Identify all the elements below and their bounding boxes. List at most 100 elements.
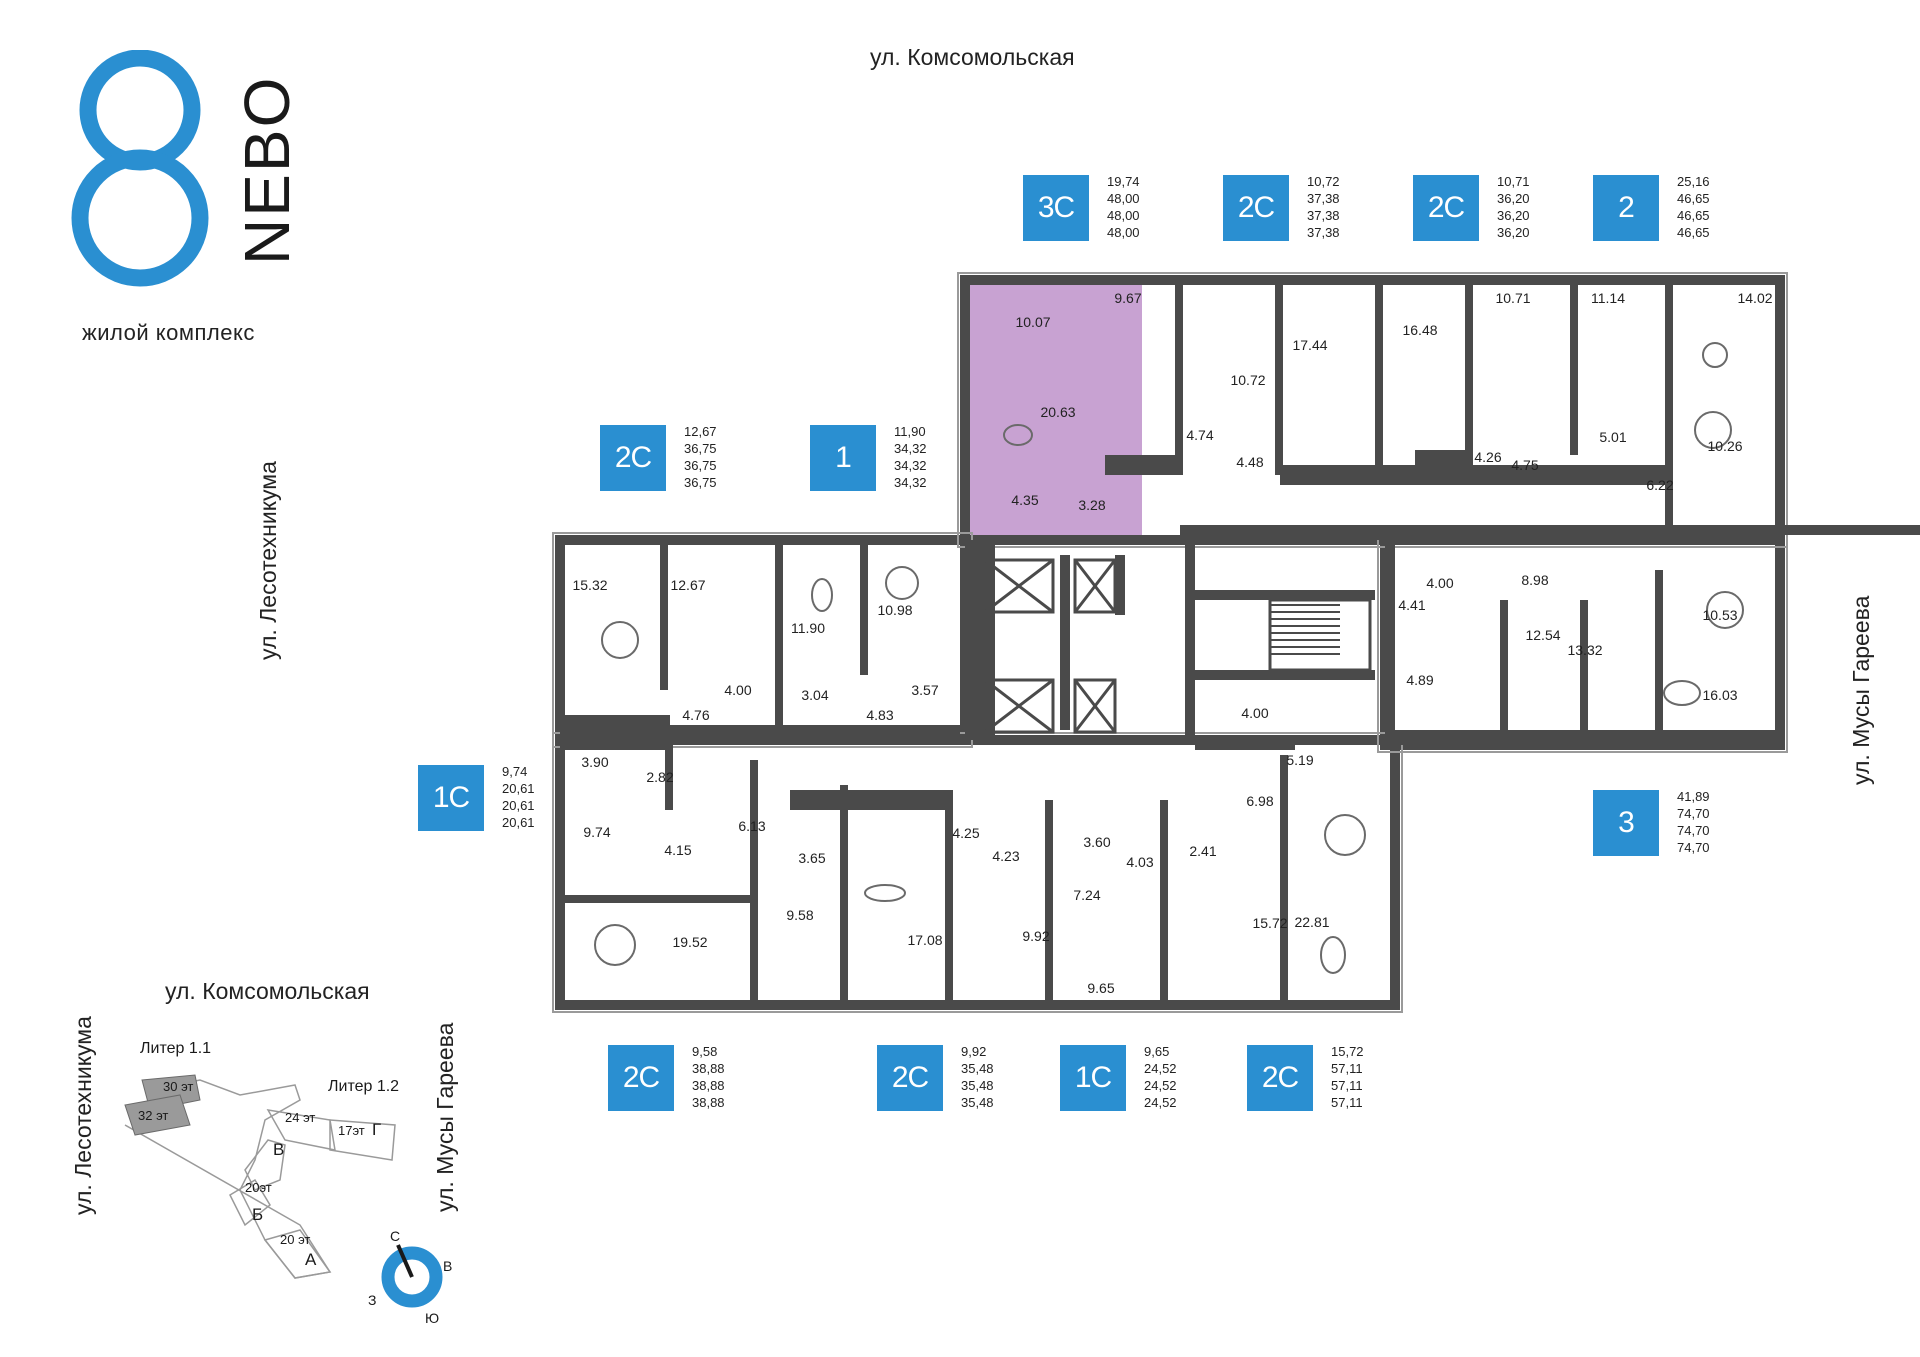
room-area-label: 9.92 xyxy=(1022,928,1050,944)
room-area-label: 4.23 xyxy=(992,848,1020,864)
area-value: 37,38 xyxy=(1307,191,1340,206)
room-area-label: 16.48 xyxy=(1402,322,1438,338)
floor-label-20b: 20 эт xyxy=(280,1232,311,1247)
apartment-type-badge[interactable]: 2С xyxy=(877,1045,943,1111)
compass-n: С xyxy=(390,1228,401,1244)
area-value: 25,16 xyxy=(1677,174,1710,189)
area-value: 11,90 xyxy=(894,424,926,439)
area-value: 48,00 xyxy=(1107,191,1140,206)
room-area-label: 4.83 xyxy=(866,707,894,723)
apartment-type-badge[interactable]: 2С xyxy=(600,425,666,491)
room-area-label: 7.24 xyxy=(1073,887,1101,903)
apartment-type-badge[interactable]: 3 xyxy=(1593,790,1659,856)
room-area-label: 3.57 xyxy=(911,682,939,698)
room-area-label: 6.22 xyxy=(1646,477,1674,493)
floor-label-20a: 20эт xyxy=(245,1180,272,1195)
apartment-type-badge[interactable]: 1С xyxy=(418,765,484,831)
room-area-label: 3.90 xyxy=(581,754,609,770)
site-street-top: ул. Комсомольская xyxy=(165,978,370,1004)
apartment-type-badge[interactable]: 1С xyxy=(1060,1045,1126,1111)
room-area-label: 13.32 xyxy=(1567,642,1603,658)
area-value: 12,67 xyxy=(684,424,717,439)
room-area-label: 14.02 xyxy=(1737,290,1773,306)
area-value: 20,61 xyxy=(502,815,535,830)
area-value: 37,38 xyxy=(1307,225,1340,240)
apartment-type-badge[interactable]: 2С xyxy=(1247,1045,1313,1111)
area-value: 48,00 xyxy=(1107,225,1140,240)
area-value: 9,65 xyxy=(1144,1044,1170,1059)
room-area-label: 10.98 xyxy=(877,602,913,618)
section-label-v: В xyxy=(273,1140,285,1159)
room-area-label: 2.41 xyxy=(1189,843,1217,859)
room-area-label: 3.60 xyxy=(1083,834,1111,850)
area-value: 36,20 xyxy=(1497,225,1530,240)
area-value: 24,52 xyxy=(1144,1078,1177,1093)
room-area-label: 15.72 xyxy=(1252,915,1288,931)
area-value: 19,74 xyxy=(1107,174,1140,189)
apartment-type-badge[interactable]: 1 xyxy=(810,425,876,491)
area-value: 34,32 xyxy=(894,441,927,456)
apartment-type-badge[interactable]: 2С xyxy=(1223,175,1289,241)
area-value: 10,72 xyxy=(1307,174,1340,189)
room-area-label: 4.00 xyxy=(1426,575,1454,591)
apartment-type-badge[interactable]: 3С xyxy=(1023,175,1089,241)
room-area-label: 12.67 xyxy=(670,577,706,593)
room-area-label: 9.65 xyxy=(1087,980,1115,996)
room-area-label: 4.48 xyxy=(1236,454,1264,470)
room-area-label: 4.26 xyxy=(1474,449,1502,465)
room-area-label: 9.58 xyxy=(786,907,814,923)
logo-subtitle: жилой комплекс xyxy=(82,320,255,345)
compass-e: В xyxy=(443,1258,453,1274)
area-value: 35,48 xyxy=(961,1095,994,1110)
area-value: 24,52 xyxy=(1144,1061,1177,1076)
area-value: 46,65 xyxy=(1677,225,1710,240)
room-area-label: 4.75 xyxy=(1511,457,1539,473)
area-value: 10,71 xyxy=(1497,174,1530,189)
room-area-label: 11.90 xyxy=(791,620,825,636)
apartment-type-badge[interactable]: 2 xyxy=(1593,175,1659,241)
area-value: 36,75 xyxy=(684,458,717,473)
apartment-areas: 10,72 37,38 37,38 37,38 xyxy=(1307,173,1340,241)
area-value: 38,88 xyxy=(692,1061,725,1076)
room-area-label: 8.98 xyxy=(1521,572,1549,588)
area-value: 38,88 xyxy=(692,1078,725,1093)
room-area-label: 12.54 xyxy=(1525,627,1561,643)
room-area-label: 16.03 xyxy=(1702,687,1738,703)
room-area-label: 9.74 xyxy=(583,824,611,840)
street-top: ул. Комсомольская xyxy=(870,44,1075,70)
apartment-type-badge[interactable]: 2С xyxy=(1413,175,1479,241)
area-value: 9,92 xyxy=(961,1044,987,1059)
room-area-label: 4.15 xyxy=(664,842,692,858)
room-area-label: 17.44 xyxy=(1292,337,1328,353)
area-value: 57,11 xyxy=(1331,1078,1363,1093)
room-area-label: 10.07 xyxy=(1015,314,1051,330)
area-value: 36,20 xyxy=(1497,208,1530,223)
liter-2-label: Литер 1.2 xyxy=(328,1078,400,1095)
room-area-label: 20.63 xyxy=(1040,404,1076,420)
room-area-label: 10.71 xyxy=(1495,290,1531,306)
area-value: 37,38 xyxy=(1307,208,1340,223)
room-area-label: 9.67 xyxy=(1114,290,1142,306)
compass-s: Ю xyxy=(425,1310,440,1326)
logo: NEBO xyxy=(70,49,303,300)
area-value: 57,11 xyxy=(1331,1095,1363,1110)
room-area-label: 4.35 xyxy=(1011,492,1039,508)
highlighted-apartment[interactable] xyxy=(970,285,1142,542)
area-value: 74,70 xyxy=(1677,806,1710,821)
area-value: 46,65 xyxy=(1677,191,1710,206)
room-area-label: 4.74 xyxy=(1186,427,1214,443)
apartment-type-badge[interactable]: 2С xyxy=(608,1045,674,1111)
room-area-label: 19.52 xyxy=(672,934,708,950)
area-value: 41,89 xyxy=(1677,789,1710,804)
area-value: 74,70 xyxy=(1677,840,1710,855)
room-area-label: 17.08 xyxy=(907,932,943,948)
section-label-g: Г xyxy=(372,1120,382,1139)
liter-1-label: Литер 1.1 xyxy=(140,1040,212,1057)
